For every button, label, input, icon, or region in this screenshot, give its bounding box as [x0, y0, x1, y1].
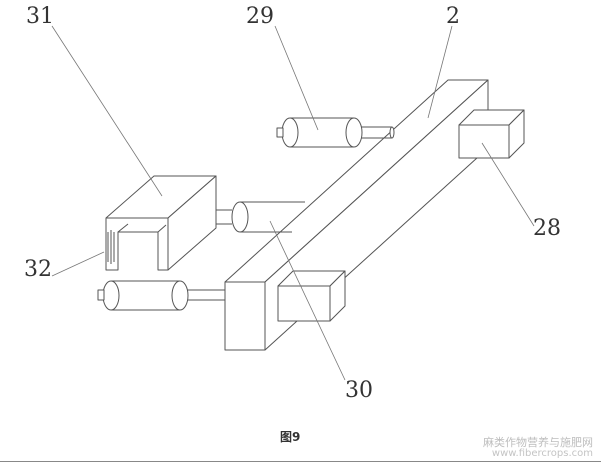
- watermark-url: www.fibercrops.com: [491, 448, 593, 459]
- callout-28: 28: [533, 216, 561, 241]
- cylinder-lower: [97, 280, 225, 311]
- callout-29: 29: [246, 4, 274, 29]
- figure-caption: 图9: [280, 430, 301, 444]
- bracket-31: [105, 175, 217, 271]
- leader-lines: [51, 25, 535, 381]
- front-end-block: [277, 270, 346, 322]
- callout-2: 2: [446, 4, 460, 29]
- bottom-rule: [0, 461, 601, 462]
- callout-31: 31: [26, 4, 54, 29]
- callout-30: 30: [345, 378, 373, 403]
- block-28: [458, 109, 525, 159]
- clamp-32: [107, 230, 115, 264]
- cylinder-29: [276, 117, 395, 148]
- watermark-text: 麻类作物营养与施肥网: [483, 436, 593, 449]
- callout-32: 32: [24, 257, 52, 282]
